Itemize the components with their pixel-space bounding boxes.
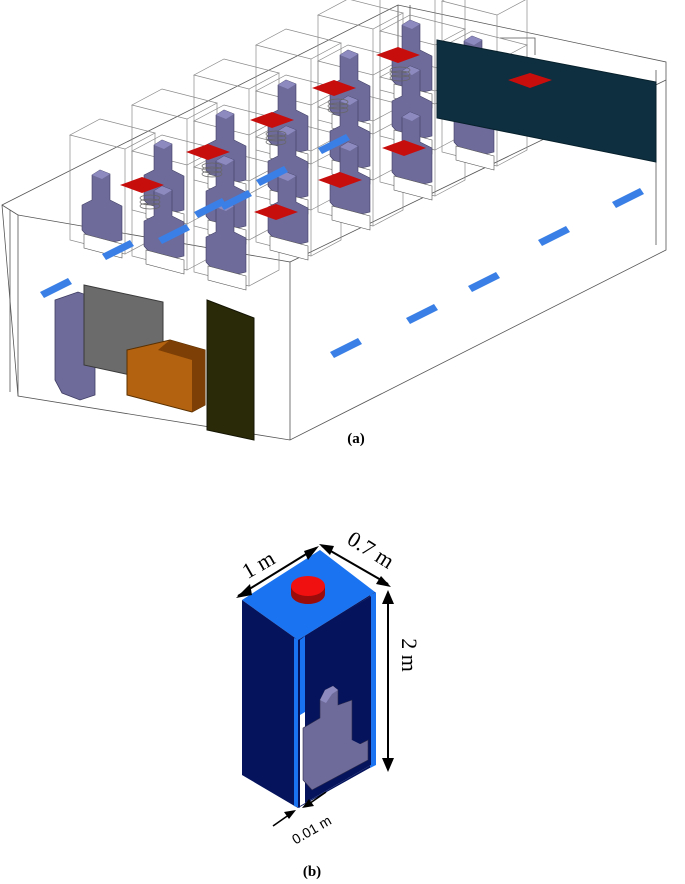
dim-depth-label: 0.7 m bbox=[343, 526, 399, 574]
dim-height-arrow-top bbox=[382, 590, 394, 604]
dim-wall-arrow-right bbox=[302, 799, 314, 808]
dim-depth-line bbox=[321, 545, 389, 585]
outlet-plate bbox=[318, 172, 362, 188]
inlet-strip bbox=[612, 188, 644, 208]
seat-top-face bbox=[92, 170, 110, 179]
dim-width-line bbox=[237, 547, 317, 597]
inlet-strip bbox=[468, 272, 500, 292]
seat-base-frame bbox=[455, 145, 495, 171]
seat-top-face bbox=[154, 140, 172, 149]
orange-block-shade bbox=[158, 340, 205, 412]
seat-base-frame bbox=[393, 175, 433, 201]
panel-b-cubicle: 1 m 0.7 m 2 m 0.01 m (b) bbox=[236, 526, 422, 880]
inlet-strip bbox=[256, 166, 288, 186]
outlet-plate bbox=[312, 80, 356, 96]
coil-ring bbox=[265, 130, 287, 138]
outlet-plate bbox=[376, 47, 420, 63]
seat-top-face bbox=[464, 36, 482, 45]
seat-top-face bbox=[340, 50, 358, 59]
inlet-strip bbox=[158, 224, 190, 244]
outlet-plate bbox=[186, 144, 230, 160]
cubicle-top-frame bbox=[255, 28, 342, 60]
seat-top-face bbox=[216, 156, 234, 165]
coil-ring bbox=[265, 134, 287, 142]
air-inlets bbox=[40, 134, 644, 358]
outlet-plate bbox=[254, 204, 298, 220]
cubicle-top-frame bbox=[379, 14, 466, 46]
red-outlet-cylinder-top bbox=[291, 576, 325, 596]
inlet-strip bbox=[220, 190, 252, 210]
seat-top-face bbox=[278, 80, 296, 89]
coil-ring bbox=[389, 74, 411, 82]
seat-base-frame bbox=[145, 249, 185, 275]
cubicle-divider bbox=[300, 636, 305, 715]
caption-b: (b) bbox=[303, 864, 321, 880]
seat-top-face bbox=[340, 142, 358, 151]
coil-ring bbox=[139, 194, 161, 202]
coil-ring bbox=[201, 162, 223, 170]
cubicle-top-frame bbox=[131, 88, 218, 120]
ceiling-coil-vents bbox=[139, 66, 411, 210]
dim-width-label: 1 m bbox=[237, 545, 279, 583]
dim-height-arrow-bottom bbox=[382, 758, 394, 772]
seat-top-face bbox=[402, 112, 420, 121]
olive-panel bbox=[206, 299, 255, 441]
coil-ring bbox=[327, 98, 349, 106]
cubicle-top-frame bbox=[193, 58, 280, 90]
outlet-on-dark-panel bbox=[508, 73, 552, 88]
coil-ring bbox=[201, 166, 223, 174]
cubicle-top-frame bbox=[441, 0, 526, 16]
seat-top-face bbox=[154, 186, 172, 195]
seat-base-frame bbox=[269, 235, 309, 261]
dark-panel bbox=[436, 39, 657, 163]
outlet-plate bbox=[120, 177, 164, 193]
inlet-strip bbox=[40, 278, 72, 298]
cubicle-seat-shade bbox=[320, 686, 338, 703]
dim-depth-arrow-start bbox=[319, 544, 334, 555]
inlet-strip bbox=[406, 304, 438, 324]
coil-ring bbox=[139, 198, 161, 206]
seat-base-frame bbox=[331, 205, 371, 231]
coil-ring bbox=[139, 202, 161, 210]
inlet-strip bbox=[318, 134, 350, 154]
cubicle-seat-base bbox=[312, 740, 368, 770]
coil-ring bbox=[265, 138, 287, 146]
inlet-strip bbox=[102, 240, 134, 260]
dim-depth-arrow-end bbox=[376, 576, 391, 587]
caption-a: (a) bbox=[347, 431, 365, 447]
seat-top-face bbox=[278, 126, 296, 135]
dim-width-arrow-end bbox=[304, 546, 319, 560]
dim-width-arrow-start bbox=[236, 584, 252, 598]
cubicle-left-wall bbox=[242, 600, 298, 808]
outlet-plate bbox=[382, 140, 426, 156]
coil-ring bbox=[327, 106, 349, 114]
seat-block bbox=[81, 169, 123, 247]
dim-wall-label: 0.01 m bbox=[289, 812, 334, 847]
dim-wall-arrow-left bbox=[284, 810, 296, 819]
outlet-plate bbox=[250, 112, 294, 128]
coil-ring bbox=[389, 70, 411, 78]
inlet-strip bbox=[538, 226, 570, 246]
dim-height-label: 2 m bbox=[397, 638, 422, 672]
coil-ring bbox=[201, 170, 223, 178]
panel-a-scene: (a) bbox=[1, 0, 667, 447]
passenger-seats bbox=[81, 19, 495, 291]
cubicle-right-edge bbox=[370, 592, 376, 768]
seat-top-face bbox=[340, 96, 358, 105]
cubicle-top-frame bbox=[317, 0, 404, 30]
seat-base-frame bbox=[207, 265, 247, 291]
inlet-strip bbox=[194, 198, 226, 218]
coil-ring bbox=[389, 66, 411, 74]
seat-top-face bbox=[402, 20, 420, 29]
coil-ring bbox=[327, 102, 349, 110]
inlet-strip bbox=[330, 338, 362, 358]
seat-top-face bbox=[216, 110, 234, 119]
